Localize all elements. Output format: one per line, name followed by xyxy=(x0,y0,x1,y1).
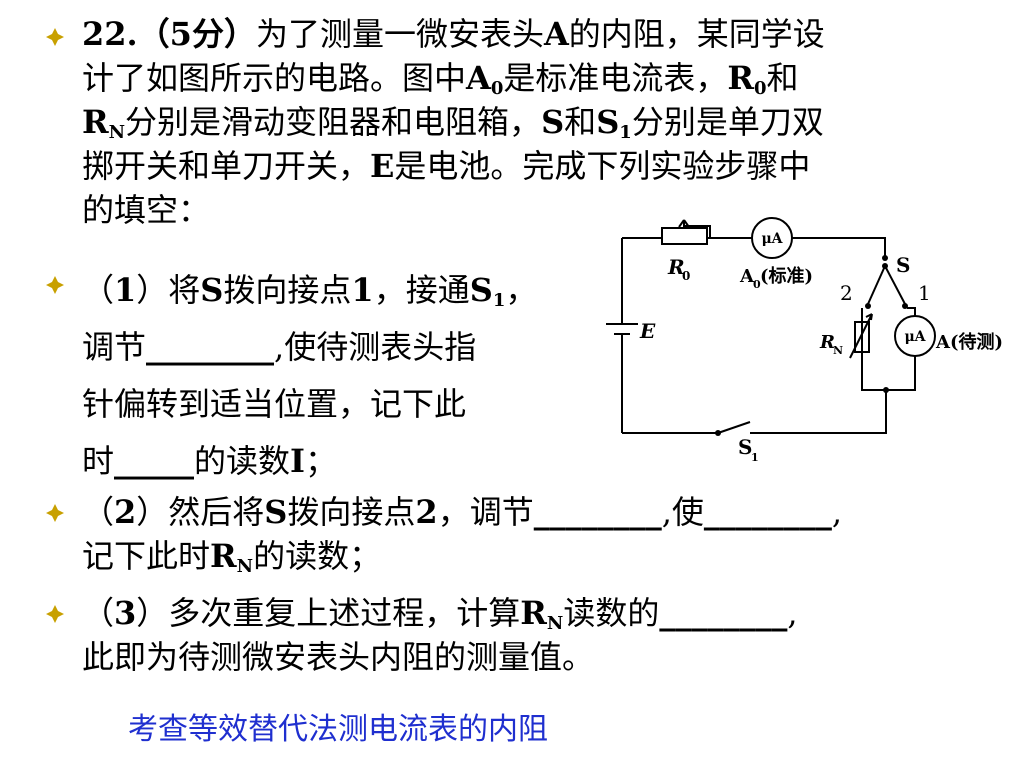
stem-line-3: RN分别是滑动变阻器和电阻箱，S和S1分别是单刀双 xyxy=(82,103,824,143)
contact-1-label: 1 xyxy=(918,281,931,305)
answer-blank[interactable]: ________ xyxy=(146,328,275,366)
bullet-icon xyxy=(46,276,64,294)
switch-s-label: S xyxy=(896,253,910,277)
question-stem: 22.（5分）为了测量一微安表头A的内阻，某同学设 计了如图所示的电路。图中A0… xyxy=(82,12,992,232)
step-1-line-4: 时_____的读数I； xyxy=(82,442,338,480)
step-3-line-2: 此即为待测微安表头内阻的测量值。 xyxy=(82,638,595,676)
answer-blank[interactable]: _____ xyxy=(114,442,195,480)
rn-label: R xyxy=(819,332,835,353)
switch-s1-sub: 1 xyxy=(751,451,759,464)
bullet-icon xyxy=(46,504,64,522)
a0-meter-symbol: μA xyxy=(761,231,783,247)
a-meter-symbol: μA xyxy=(904,329,926,345)
stem-line-2: 计了如图所示的电路。图中A0是标准电流表，R0和 xyxy=(82,59,799,99)
answer-blank[interactable]: ________ xyxy=(533,493,662,531)
rn-sub: N xyxy=(833,344,843,357)
step-2: （2）然后将S拨向接点2，调节________,使________, 记下此时R… xyxy=(82,490,1012,578)
step-1: （1）将S拨向接点1，接通S1， 调节________,使待测表头指 针偏转到适… xyxy=(82,262,602,490)
circuit-diagram: μA μA R 0 A 0 (标准) S 2 1 E R N A(待测) S 1 xyxy=(600,196,1024,474)
a0-label: A xyxy=(739,266,755,287)
bullet-icon xyxy=(46,605,64,623)
step-2-line-2: 记下此时RN的读数； xyxy=(82,537,382,577)
battery-e-label: E xyxy=(639,319,656,343)
switch-s1-label: S xyxy=(738,435,752,459)
a0-note: (标准) xyxy=(760,265,813,287)
rheostat-r0 xyxy=(661,227,708,245)
r0-sub: 0 xyxy=(682,269,690,283)
stem-line-1: 22.（5分）为了测量一微安表头A的内阻，某同学设 xyxy=(82,15,825,53)
step-2-line-1: （2）然后将S拨向接点2，调节________,使________, xyxy=(82,493,843,531)
test-meter-label: A(待测) xyxy=(935,331,1003,353)
step-3-line-1: （3）多次重复上述过程，计算RN读数的________, xyxy=(82,594,798,634)
r0-label: R xyxy=(667,255,685,279)
step-1-line-3: 针偏转到适当位置，记下此 xyxy=(82,385,467,423)
a0-sub: 0 xyxy=(753,278,761,291)
bullet-icon xyxy=(46,28,64,46)
step-3: （3）多次重复上述过程，计算RN读数的________, 此即为待测微安表头内阻… xyxy=(82,591,1012,679)
stem-line-5: 的填空： xyxy=(82,191,211,229)
step-1-line-1: （1）将S拨向接点1，接通S1， xyxy=(82,271,538,311)
stem-line-4: 掷开关和单刀开关，E是电池。完成下列实验步骤中 xyxy=(82,147,811,185)
step-1-line-2: 调节________,使待测表头指 xyxy=(82,328,477,366)
answer-blank[interactable]: ________ xyxy=(703,493,832,531)
answer-blank[interactable]: ________ xyxy=(659,594,788,632)
contact-2-label: 2 xyxy=(840,281,853,305)
topic-note: 考查等效替代法测电流表的内阻 xyxy=(128,712,548,747)
